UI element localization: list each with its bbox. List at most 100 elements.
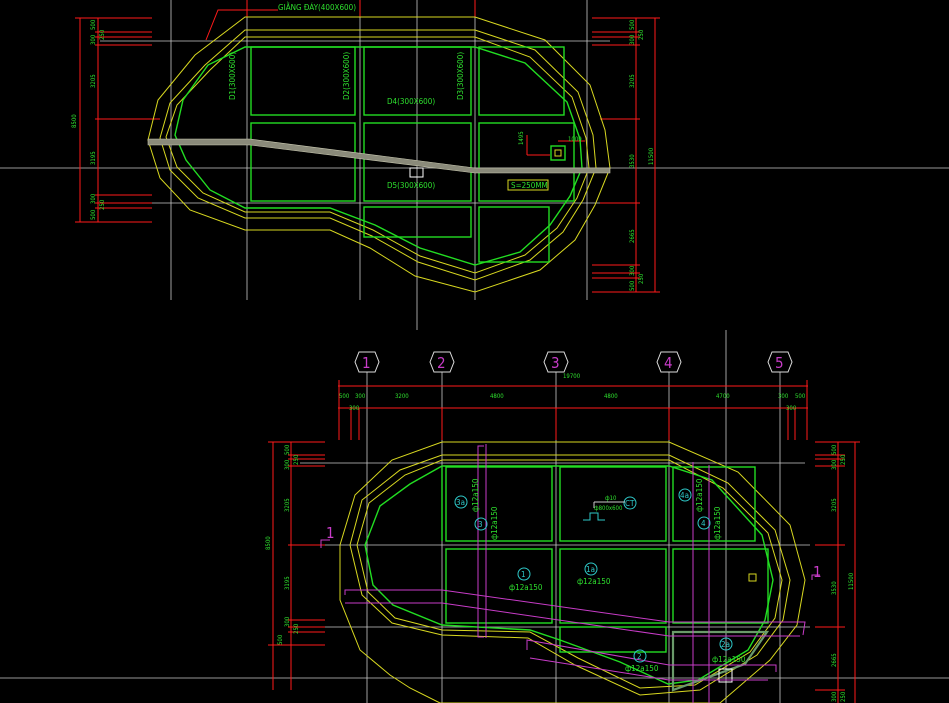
label-beam-bottom: GIẰNG ĐÁY(400X600) [278, 0, 356, 12]
pool-outline [339, 441, 806, 703]
dimension-label: 300 [831, 459, 838, 470]
dimension-label: ф12a150 [712, 655, 746, 664]
dim-1495: 1495 [518, 131, 525, 145]
tag-ct: CT [625, 499, 635, 508]
beam-label-d1: D1(300X600) [228, 52, 237, 100]
dimension-label: 500 [339, 393, 350, 400]
tag-1: 1 [521, 570, 526, 579]
beam-label-d2: D2(300X600) [342, 52, 351, 100]
beam-label-d4: D4(300X600) [387, 97, 435, 106]
dimension-label: 3195 [90, 151, 97, 165]
dimension-label: 4800 [604, 393, 618, 400]
tag-4: 4 [701, 519, 706, 528]
dimension-label: 300 [90, 34, 97, 45]
rebar-lines [320, 444, 820, 703]
dimension-label: 300 [831, 691, 838, 702]
dimension-label: 250 [638, 273, 645, 284]
dimension-label: 2665 [831, 653, 838, 667]
slope-hatch [147, 138, 611, 174]
dimension-label: 11500 [848, 572, 855, 590]
dimension-label: 500 [629, 280, 636, 291]
dimension-label: 500 [831, 444, 838, 455]
tag-4a: 4a [680, 491, 689, 500]
dimension-label: 500 [629, 19, 636, 30]
dimension-label: 4800 [490, 393, 504, 400]
rebar-labels: ф12a150 ф12a150 ф12a150 ф12a150 ф12a150 … [471, 478, 746, 673]
dimension-label: 3205 [831, 498, 838, 512]
tag-3a: 3a [456, 498, 465, 507]
axis-1: 1 [362, 354, 371, 372]
left-dimension-text: 500 300 250 3205 3195 300 500 250 8500 [265, 444, 300, 645]
dimension-label: 250 [840, 691, 847, 702]
dimension-label: 2665 [629, 229, 636, 243]
section-mark-right: 1 [813, 563, 822, 581]
selection-grip [718, 668, 733, 683]
dimension-label: 3205 [629, 74, 636, 88]
tag-3: 3 [478, 520, 483, 529]
axis-bubbles: 1 2 3 4 5 [354, 351, 793, 373]
dimension-label: 300 [629, 34, 636, 45]
selection-grip [409, 167, 424, 178]
dimension-label: 500 [795, 393, 806, 400]
dimension-label: 250 [99, 29, 106, 40]
dimension-label: 3205 [284, 498, 291, 512]
dimension-label: 3205 [90, 74, 97, 88]
grid-lines [95, 0, 610, 300]
dimension-label: 300 [284, 616, 291, 627]
dimension-label: ф12a150 [713, 506, 722, 540]
dimension-label: 300 [786, 405, 797, 412]
dimension-label: ф800x600 [594, 505, 623, 512]
bottom-plan: 1 2 3 4 5 [265, 351, 860, 703]
dimension-label: ф12a150 [625, 664, 659, 673]
rebar-tags: 3a 3 4a 4 1 1a 2 2a CT [454, 488, 733, 663]
dimension-label: 4700 [716, 393, 730, 400]
dimension-label: 250 [840, 454, 847, 465]
right-dimension-text: 500 300 250 3205 3530 2665 300 500 250 1… [629, 19, 655, 291]
dimension-label: 300 [629, 265, 636, 276]
left-dimension-text: 500 300 250 3205 3195 300 500 250 8500 [71, 19, 106, 220]
top-plan: GIẰNG ĐÁY(400X600) D1(300X600) D2(300X60… [71, 0, 660, 300]
dimension-label: 19700 [563, 373, 581, 380]
dimension-label: ф12a150 [509, 583, 543, 592]
axis-3: 3 [551, 354, 560, 372]
dimension-lines [268, 380, 860, 703]
dimension-label: 3200 [395, 393, 409, 400]
dimension-label: 8500 [71, 114, 78, 128]
section-mark-left: 1 [326, 524, 335, 542]
dimension-label: 300 [284, 459, 291, 470]
dimension-label: 11500 [648, 147, 655, 165]
dimension-label: 250 [293, 623, 300, 634]
dimension-label: 3195 [284, 576, 291, 590]
dimension-label: 8500 [265, 536, 272, 550]
tag-1a: 1a [586, 565, 595, 574]
top-dimension-text: 19700 500 300 3200 4800 4800 4700 300 50… [339, 373, 806, 412]
dimension-label: 500 [90, 19, 97, 30]
dimension-label: ф12a150 [695, 478, 704, 512]
beam-label-d5: D5(300X600) [387, 181, 435, 190]
dim-1000: 1000 [568, 136, 582, 143]
dimension-label: 500 [277, 634, 284, 645]
dimension-label: 300 [349, 405, 360, 412]
tag-2: 2 [637, 652, 642, 661]
dimension-label: ф10 [605, 495, 617, 502]
dimension-label: 3530 [629, 154, 636, 168]
dimension-label: 500 [90, 209, 97, 220]
dimension-label: 250 [293, 454, 300, 465]
axis-2: 2 [437, 354, 446, 372]
dimension-label: 300 [778, 393, 789, 400]
dimension-label: ф12a150 [490, 506, 499, 540]
slope-label: S=250MM [511, 181, 548, 190]
dimension-label: 250 [99, 199, 106, 210]
dimension-label: 300 [90, 193, 97, 204]
beams-grid [364, 465, 774, 692]
dimension-lines [75, 0, 660, 293]
dimension-label: 300 [355, 393, 366, 400]
dimension-label: 250 [638, 29, 645, 40]
right-dimension-text: 500 300 250 3205 3530 2665 300 250 11500 [831, 444, 855, 702]
dimension-label: 500 [284, 444, 291, 455]
dimension-label: 3530 [831, 581, 838, 595]
beam-label-d3: D3(300X600) [456, 52, 465, 100]
